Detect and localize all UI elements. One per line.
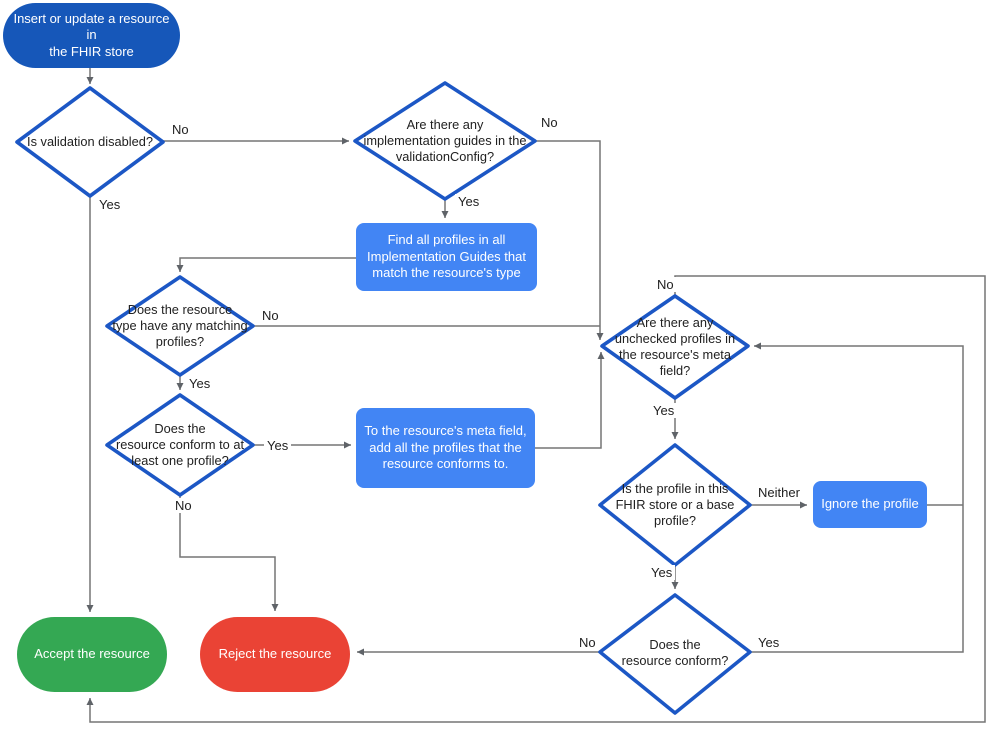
edge-label-validation-yes: Yes — [96, 197, 124, 212]
edge-addmeta-to-unchecked — [535, 352, 605, 449]
decision-matching-profiles-shape — [105, 275, 255, 377]
decision-implementation-guides-label: Are there any implementation guides in t… — [363, 117, 527, 164]
edge-label-matching-no: No — [259, 308, 282, 323]
decision-unchecked-profiles-label: Are there any unchecked profiles in the … — [614, 315, 736, 378]
edge-label-guides-no: No — [538, 115, 561, 130]
edge-label-profile-yes: Yes — [648, 565, 676, 580]
terminal-accept-resource: Accept the resource — [17, 617, 167, 692]
process-ignore-profile: Ignore the profile — [813, 481, 927, 528]
edge-label-unchecked-yes: Yes — [650, 403, 678, 418]
edge-label-profile-neither: Neither — [755, 485, 803, 500]
process-add-profiles-meta: To the resource's meta field, add all th… — [356, 408, 535, 488]
process-find-profiles: Find all profiles in all Implementation … — [356, 223, 537, 291]
decision-matching-profiles-label: Does the resource type have any matching… — [112, 302, 248, 349]
edge-guides-no-to-unchecked — [533, 140, 604, 340]
edge-label-resourceconform-yes: Yes — [755, 635, 783, 650]
decision-implementation-guides-shape — [353, 81, 537, 201]
start-node: Insert or update a resource in the FHIR … — [3, 3, 180, 68]
decision-unchecked-profiles-shape — [600, 294, 750, 400]
decision-conform-one-profile-shape — [105, 393, 255, 497]
edge-label-conform-yes: Yes — [264, 438, 292, 453]
edge-label-matching-yes: Yes — [186, 376, 214, 391]
decision-resource-conform-label: Does the resource conform? — [621, 637, 729, 668]
decision-validation-disabled-label: Is validation disabled? — [27, 134, 153, 149]
decision-conform-one-profile-label: Does the resource conform to at least on… — [115, 421, 245, 468]
edge-resourceconform-yes-loop — [750, 342, 964, 653]
edge-find-to-matching — [176, 257, 356, 272]
edge-label-resourceconform-no: No — [576, 635, 599, 650]
decision-validation-disabled-shape — [15, 86, 165, 198]
terminal-reject-resource: Reject the resource — [200, 617, 350, 692]
edge-label-guides-yes: Yes — [455, 194, 483, 209]
decision-resource-conform-shape — [598, 593, 752, 715]
edge-conform-no-to-reject — [179, 495, 279, 611]
edge-label-conform-no: No — [172, 498, 195, 513]
decision-profile-in-store-label: Is the profile in this FHIR store or a b… — [615, 481, 735, 528]
edge-label-validation-no: No — [169, 122, 192, 137]
edge-label-unchecked-no: No — [654, 277, 677, 292]
